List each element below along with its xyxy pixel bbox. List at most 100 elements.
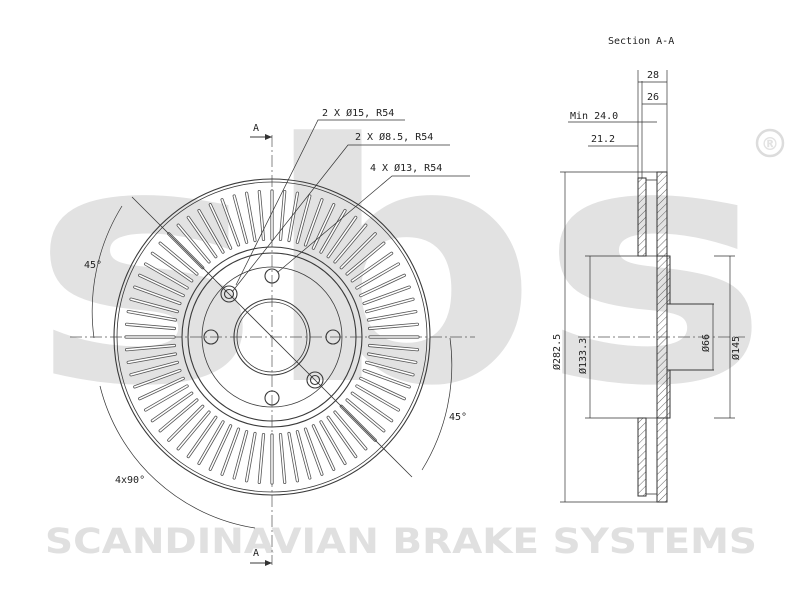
bolt-hole-top [264, 268, 280, 284]
cooling-vane-inner [320, 209, 346, 253]
cooling-vane-inner [127, 353, 177, 364]
cooling-vane-inner [363, 369, 411, 388]
section-mark-bottom: A [253, 548, 259, 559]
dim-bore-diameter: Ø66 [700, 334, 712, 352]
cooling-vane-inner [367, 353, 417, 364]
disc-outer-edge [113, 178, 431, 496]
cooling-vane-inner [304, 428, 323, 476]
cooling-vane-inner [367, 310, 417, 321]
section-arrowhead-bottom [265, 560, 272, 566]
cooling-vane-inner [327, 416, 357, 458]
cooling-vane-inner [258, 433, 265, 484]
angle-label-bottom-right: 45° [449, 412, 467, 423]
dim-hub-diameter: Ø145 [730, 336, 742, 360]
dim-hat-depth: 21.2 [591, 134, 615, 145]
cooling-vane-inner [346, 242, 385, 275]
section-view: Section A-A [551, 36, 745, 503]
cooling-vane-inner [209, 203, 232, 249]
cooling-vane-inner [327, 216, 357, 258]
watermark: sbs ® SCANDINAVIAN BRAKE SYSTEMS [30, 74, 785, 562]
cooling-vane-inner [134, 369, 181, 388]
callout-leader-3 [277, 175, 470, 273]
section-flange-bottom [666, 369, 671, 419]
section-ring-bottom-outboard [656, 417, 668, 503]
cooling-vane-inner [288, 432, 299, 482]
cooling-vane-inner [151, 252, 193, 282]
cooling-vane-inner [346, 399, 385, 432]
cooling-vane-inner [296, 195, 311, 244]
angle-label-top-left: 45° [84, 260, 102, 271]
cooling-vane-inner [363, 286, 411, 305]
cooling-vane-inner [198, 421, 224, 465]
cooling-vane-inner [168, 405, 204, 442]
registered-circle [755, 128, 785, 158]
section-flange-top [666, 255, 671, 305]
cooling-vane-inner [356, 385, 400, 411]
locating-hole-upper-outer [220, 285, 238, 303]
brand-name: SCANDINAVIAN BRAKE SYSTEMS [45, 522, 757, 562]
center-bore-chamfer [236, 301, 308, 373]
cooling-vane-inner [159, 242, 198, 275]
callout-bolt-holes: 4 X Ø13, R54 [370, 162, 442, 174]
section-ring-bottom-inboard [637, 417, 647, 497]
cooling-vane-inner [312, 203, 335, 249]
locating-hole-upper-inner [223, 288, 235, 300]
registered-mark: ® [761, 134, 779, 155]
hat-outer-edge [187, 252, 357, 422]
cooling-vane-inner [359, 377, 406, 400]
angle-arc-top-left [91, 205, 123, 339]
section-ring-top-outboard [656, 171, 668, 257]
cooling-vane-inner [159, 399, 198, 432]
callout-locating-small: 2 X Ø8.5, R54 [355, 131, 433, 143]
section-mark-top: A [253, 123, 259, 134]
cooling-vane-inner [365, 361, 414, 376]
cooling-vane-inner [125, 344, 176, 351]
cooling-vane-inner [177, 224, 210, 263]
cooling-vane-inner [209, 424, 232, 471]
cooling-vane-inner [187, 216, 217, 258]
cooling-vane-inner [288, 192, 299, 242]
cooling-vane-inner [130, 298, 179, 313]
cooling-vane-inner [127, 310, 177, 321]
cooling-vane-inner [134, 286, 181, 305]
callout-leader-1 [235, 119, 405, 286]
callout-leader-2 [231, 144, 450, 293]
cooling-vane-inner [221, 199, 240, 246]
cooling-vane-inner [221, 428, 240, 476]
locating-hole-lower-outer [306, 371, 324, 389]
cooling-vane-inner [177, 411, 210, 450]
cooling-vane-inner [245, 192, 256, 242]
dim-hat-diameter: Ø133.3 [577, 338, 589, 374]
cooling-vane-inner [296, 430, 311, 479]
cooling-vane-inner [198, 209, 224, 253]
cooling-vane-inner [187, 416, 217, 458]
section-hat-wall [656, 255, 668, 419]
friction-ring-inner [181, 246, 363, 428]
disc-outer-chamfer [116, 181, 428, 493]
diagonal-45-line [131, 196, 413, 478]
cooling-vane-inner [359, 274, 406, 297]
cooling-vanes [124, 189, 420, 485]
front-view: A A 2 X Ø15, R54 2 X Ø8.5, R54 4 X Ø13, … [70, 107, 475, 566]
cooling-vane-inner [151, 392, 193, 422]
cooling-vane-inner [365, 298, 414, 313]
dim-inner-thickness: 26 [647, 92, 659, 103]
angle-arc-bottom-right [421, 337, 453, 471]
center-bore [233, 298, 311, 376]
hat-step [201, 266, 343, 408]
bolt-hole-bottom [264, 390, 280, 406]
cooling-vane-inner [304, 199, 323, 246]
cooling-vane-inner [351, 252, 393, 282]
cooling-vane-inner [279, 433, 286, 484]
section-arrowhead-top [265, 134, 272, 140]
bolt-hole-left [203, 329, 219, 345]
cooling-vane-inner [356, 263, 400, 289]
cooling-vane-inner [130, 361, 179, 376]
cooling-vane-inner [334, 411, 367, 450]
cooling-vane-inner [312, 424, 335, 471]
angle-label-bottom-left: 4x90° [115, 475, 145, 486]
callout-locating-large: 2 X Ø15, R54 [322, 107, 394, 119]
cooling-vane-inner [320, 421, 346, 465]
cooling-vane-inner [138, 377, 184, 400]
